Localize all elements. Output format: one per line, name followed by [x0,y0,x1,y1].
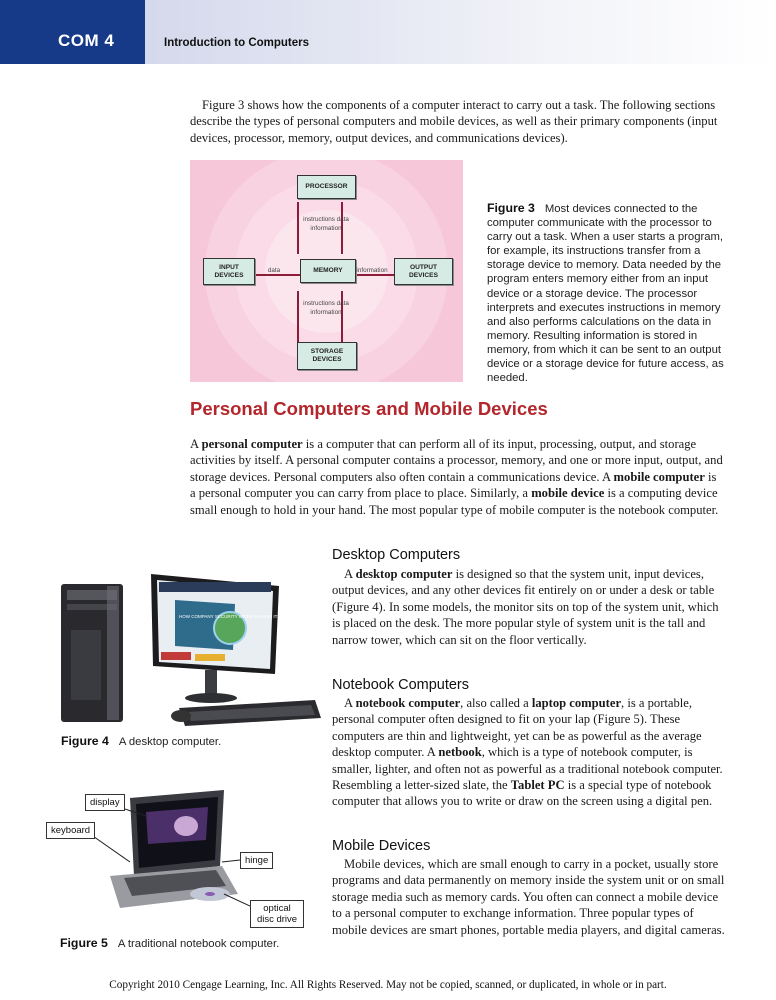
term-laptop-computer: laptop computer [531,696,622,710]
desktop-heading: Desktop Computers [332,547,461,563]
figure-4-caption-text: A desktop computer. [118,736,222,748]
tower-drive-bay-2 [67,604,117,610]
figure-3-caption-text: Most devices connected to the computer c… [487,203,724,385]
intro-paragraph: Figure 3 shows how the components of a c… [190,98,718,145]
term-netbook: netbook [438,745,482,760]
notebook-keyboard [124,870,226,896]
keyboard-keys [187,705,315,721]
connector-output [342,274,394,276]
callout-display: display [85,794,125,811]
chapter-label: COM 4 [58,31,115,50]
figure-4-desktop-image: HOW COMPANY SECURITY WE'RE MAKING IT SIM… [61,574,321,726]
screen-globe [214,612,246,644]
notebook-screen-highlight [174,816,198,836]
storage-devices-box: STORAGE DEVICES [297,342,357,370]
notebook-heading: Notebook Computers [332,677,470,693]
label-data-flow: data [267,267,281,274]
personal-computers-paragraph: A personal computer is a computer that c… [190,437,723,517]
screen-text: HOW COMPANY SECURITY WE'RE MAKING IT SIM… [179,614,295,619]
memory-box: MEMORY [300,259,356,283]
processor-box: PROCESSOR [297,175,356,199]
tower-side [107,586,119,720]
optical-disc-center [205,892,215,896]
connector-input [250,274,300,276]
figure-3-number: Figure 3 [487,201,535,215]
running-title: Introduction to Computers [164,37,310,49]
figure-5-notebook-image [90,790,250,908]
figure-5-caption-text: A traditional notebook computer. [117,938,280,950]
hinge-leader [221,859,241,863]
output-devices-box: OUTPUT DEVICES [394,258,453,285]
monitor-base [185,693,237,703]
tower-grill [71,630,101,700]
keyboard-leader [90,833,131,863]
callout-hinge: hinge [240,852,274,869]
term-tablet-pc: Tablet PC [510,778,565,793]
term-mobile-device: mobile device [531,486,605,501]
chapter-tab: COM 4 [0,0,145,64]
mobile-paragraph: Mobile devices, which are small enough t… [332,857,725,937]
figure-5-caption: Figure 5 A traditional notebook computer. [60,936,279,951]
connector-storage-left [297,291,299,343]
connector-storage-right [341,291,343,343]
screen-globe-ring [213,611,247,645]
term-personal-computer: personal computer [201,437,303,451]
screen-header-bar [159,582,271,592]
tower-drive-bay [67,590,117,600]
label-information-flow: information [356,267,388,274]
section-heading: Personal Computers and Mobile Devices [190,398,548,419]
label-top-flow: instructions data information [303,216,349,232]
connector-processor-left [297,202,299,254]
screen-block-red [161,652,191,660]
figure-4-caption: Figure 4 A desktop computer. [61,734,221,749]
term-mobile-computer: mobile computer [613,469,705,484]
monitor-stand [205,670,217,696]
figure-3-diagram: PROCESSOR INPUT DEVICES MEMORY OUTPUT DE… [190,160,463,382]
notebook-paragraph: A notebook computer, also called a lapto… [332,696,723,809]
copyright-footer: Copyright 2010 Cengage Learning, Inc. Al… [109,979,667,991]
callout-keyboard: keyboard [46,822,96,839]
figure-4-number: Figure 4 [61,734,109,748]
label-bottom-flow: instructions data information [303,300,349,316]
figure-5-number: Figure 5 [60,936,108,950]
connector-processor-right [341,202,343,254]
desktop-paragraph: A desktop computer is designed so that t… [332,567,719,647]
term-desktop-computer: desktop computer [355,567,453,581]
optical-leader [223,893,250,907]
input-devices-box: INPUT DEVICES [203,258,255,285]
screen-block-yellow [195,654,225,661]
callout-optical-disc-drive: optical disc drive [250,900,304,928]
mobile-heading: Mobile Devices [332,838,431,854]
mouse [171,710,191,722]
term-notebook-computer: notebook computer [355,696,461,710]
